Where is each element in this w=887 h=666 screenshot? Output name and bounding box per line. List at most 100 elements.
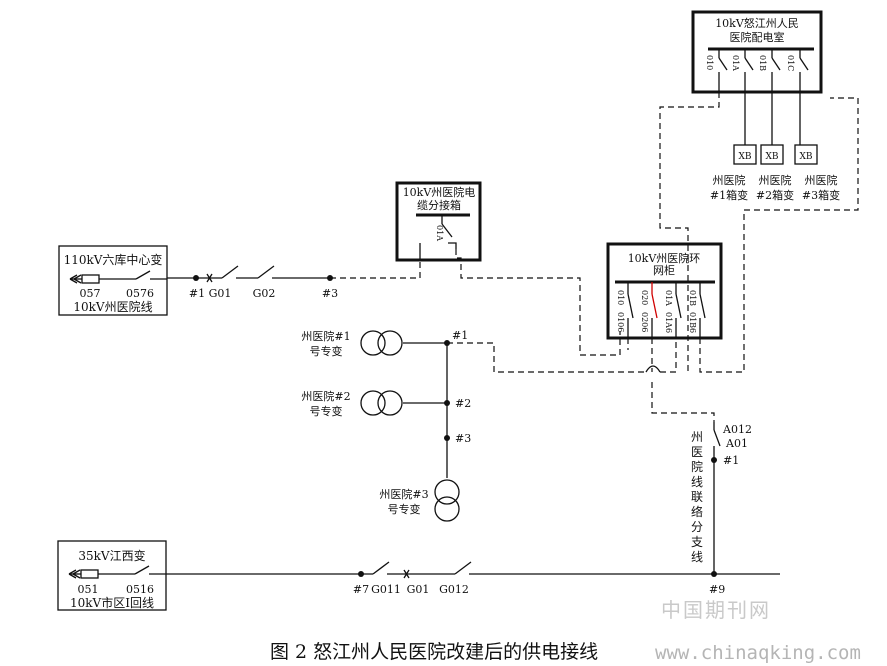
substation-liuku-left: 057 [80, 287, 101, 300]
ring-s4-top: 01B [688, 290, 697, 306]
figure-caption: 图 2 怒江州人民医院改建后的供电接线 [270, 641, 599, 663]
branch-vlabel-5: 络 [691, 504, 703, 519]
xb-3-name-2: #3箱变 [802, 188, 840, 202]
ring-cabinet: 10kV州医院环 网柜 010 0106 020 0206 01A 01A6 0… [606, 242, 723, 340]
branch-vlabel-3: 线 [691, 475, 703, 489]
room-switch-01a-icon [744, 57, 754, 71]
disconnector-icon [134, 565, 150, 575]
substation-liuku-right: 0576 [126, 287, 154, 300]
distribution-room-title-1: 10kV怒江州人民 [715, 16, 799, 30]
cable-box-frame [395, 181, 482, 262]
substation-liuku-frame [58, 245, 168, 316]
transformer-3-label-2: 号专变 [388, 502, 421, 516]
branch-pole1-label: #1 [723, 454, 739, 467]
ring-cabinet-title-2: 网柜 [653, 264, 675, 277]
transformer-3-icon [434, 479, 460, 505]
xb-3-label: XB [799, 152, 812, 162]
top-g02-label: G02 [253, 287, 276, 300]
ring-cabinet-title-1: 10kV州医院环 [628, 251, 701, 265]
room-switch-01b-icon [771, 57, 781, 71]
cable-box: 10kV州医院电 缆分接箱 01A [395, 181, 482, 262]
substation-jiangxi-line: 10kV市区Ⅰ回线 [70, 595, 154, 610]
feeder-arrow-icon [68, 569, 81, 579]
branch-vlabel-4: 联 [691, 490, 703, 504]
bottom-feeder-line: #7 G011 G01 G012 [166, 561, 780, 596]
cross-mark-icon [403, 569, 410, 579]
xb-3-name-1: 州医院 [805, 173, 838, 187]
pole-dot [193, 275, 199, 281]
transformer-1-label-1: 州医院#1 [301, 329, 350, 343]
xb-1-name-1: 州医院 [713, 173, 746, 187]
crossover-hop-icon [645, 365, 661, 373]
switch-01a-icon [441, 223, 453, 238]
xb-2-name-1: 州医院 [759, 173, 792, 187]
ring-cabinet-frame [606, 242, 723, 340]
branch-vlabel-6: 分 [691, 520, 703, 534]
cable-box-title-2: 缆分接箱 [417, 198, 461, 212]
feeder-arrow-icon [69, 274, 82, 284]
top-feeder-line: #1 G01 G02 #3 [167, 265, 338, 300]
distribution-room-frame [691, 10, 823, 94]
room-s1: 010 [705, 55, 714, 70]
ring-s3-top: 01A [664, 290, 673, 306]
transformer-bus: #1 #2 #3 州医院#1 号专变 州医院#2 号专变 州医院#3 号专变 [301, 329, 471, 522]
xb-box-1: XB 州医院 #1箱变 [710, 144, 757, 202]
bus-pole3-label: #3 [455, 432, 471, 445]
substation-jiangxi-left: 051 [78, 583, 99, 596]
branch-vlabel-0: 州 [691, 430, 703, 444]
room-switch-01c-icon [799, 57, 809, 71]
transformer-2-label-2: 号专变 [310, 404, 343, 418]
substation-liuku-line: 10kV州医院线 [73, 300, 152, 314]
ring-s1-bottom: 0106 [616, 312, 625, 332]
ring-s2-bottom: 0206 [640, 312, 649, 332]
branch-pole9-label: #9 [709, 583, 725, 596]
transformer-1-icon [360, 330, 386, 356]
room-s3: 01B [758, 55, 767, 71]
top-g01-label: G01 [209, 287, 232, 300]
bus-pole1-label: #1 [452, 329, 468, 342]
branch-vlabel-1: 医 [691, 445, 703, 459]
bottom-pole7-label: #7 [353, 583, 369, 596]
room-s4: 01C [786, 55, 795, 71]
branch-vlabel-8: 线 [691, 550, 703, 564]
transformer-3-label-1: 州医院#3 [379, 487, 428, 501]
xb-box-2: XB 州医院 #2箱变 [756, 144, 794, 202]
switch-010-icon [627, 293, 634, 319]
substation-liuku-title: 110kV六库中心变 [64, 252, 163, 267]
branch-a01-label: A01 [725, 437, 748, 450]
substation-jiangxi: 35kV江西变 051 0516 10kV市区Ⅰ回线 [57, 540, 167, 611]
switch-01b-icon [699, 293, 706, 319]
bus-pole2-label: #2 [455, 397, 471, 410]
switch-g012-icon [454, 561, 472, 575]
distribution-room: 10kV怒江州人民 医院配电室 010 01A 01B 01C [691, 10, 823, 145]
bottom-g01-label: G01 [407, 583, 430, 596]
substation-liuku: 110kV六库中心变 057 0576 10kV州医院线 [58, 245, 168, 316]
room-s2: 01A [731, 55, 740, 71]
switch-g02-icon [257, 265, 275, 279]
top-pole3-label: #3 [322, 287, 338, 300]
ring-s4-bottom: 01B6 [688, 312, 697, 333]
breaker-icon [80, 569, 99, 579]
cross-mark-icon [206, 273, 213, 283]
switch-g01-icon [221, 265, 239, 279]
switch-g011-icon [372, 561, 390, 575]
watermark-url: www.chinaqking.com [655, 642, 861, 664]
top-pole1-label: #1 [189, 287, 205, 300]
branch-line: A012 A01 #1 #9 州 医 院 线 联 络 分 支 线 [691, 422, 752, 596]
bottom-g011-label: G011 [371, 583, 401, 596]
substation-jiangxi-right: 0516 [126, 583, 154, 596]
disconnector-icon [135, 270, 151, 280]
distribution-room-title-2: 医院配电室 [730, 30, 785, 44]
switch-a012-icon [713, 429, 721, 447]
xb-2-label: XB [765, 152, 778, 162]
transformer-2-label-1: 州医院#2 [301, 389, 350, 403]
xb-1-name-2: #1箱变 [710, 188, 748, 202]
transformer-1-label-2: 号专变 [310, 344, 343, 358]
xb-box-3: XB 州医院 #3箱变 [794, 144, 840, 202]
substation-jiangxi-frame [57, 540, 167, 611]
breaker-icon [81, 274, 100, 284]
watermark-cn: 中国期刊网 [661, 598, 771, 622]
substation-jiangxi-title: 35kV江西变 [78, 548, 145, 563]
